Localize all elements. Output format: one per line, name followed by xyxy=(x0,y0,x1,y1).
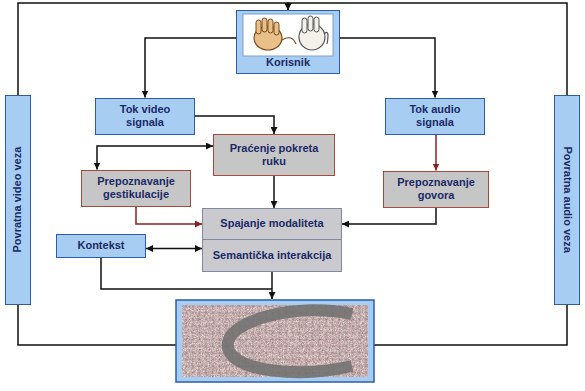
signal-box: Tok video signala xyxy=(95,98,195,135)
signal-box: Povratna audio veza xyxy=(554,95,580,305)
output-wire xyxy=(271,272,273,299)
node-text: Kontekst xyxy=(77,239,124,252)
node-text: Povratna audio veza xyxy=(560,147,573,253)
fusion-box: Spajanje modaliteta xyxy=(202,208,342,240)
fusion-box: Semantička interakcija xyxy=(202,239,342,272)
node-text: Tok video signala xyxy=(100,103,190,129)
video-feedback-wire xyxy=(18,305,176,345)
signal-box: Kontekst xyxy=(56,234,146,258)
gesture-trace xyxy=(228,310,352,372)
node-text: Korisnik xyxy=(266,56,310,69)
connector-group xyxy=(18,3,567,249)
output-picture-frame xyxy=(176,300,374,382)
connector xyxy=(435,135,437,171)
node-text: Semantička interakcija xyxy=(213,249,332,262)
finger xyxy=(256,20,261,34)
node-text: Prepoznavanje gestikulacije xyxy=(86,175,186,201)
connector xyxy=(195,116,274,134)
connector xyxy=(273,176,275,208)
connector xyxy=(288,3,567,95)
node-text: Prepoznavanje govora xyxy=(388,176,484,202)
finger xyxy=(308,16,313,31)
user-picture-frame xyxy=(243,14,333,56)
finger xyxy=(314,17,319,32)
connector xyxy=(145,38,236,98)
connector xyxy=(340,38,435,98)
audio-feedback-wire xyxy=(374,305,567,345)
connector xyxy=(342,208,436,225)
thumb xyxy=(282,38,296,44)
user-box-ground xyxy=(236,10,340,74)
node-text: Tok audio signala xyxy=(390,103,480,129)
finger xyxy=(268,19,273,33)
process-box: Prepoznavanje gestikulacije xyxy=(81,170,191,207)
node-text: Praćenje pokreta ruku xyxy=(218,142,330,168)
noise-image xyxy=(182,305,368,377)
signal-box: Tok audio signala xyxy=(385,98,485,135)
process-box: Prepoznavanje govora xyxy=(383,171,489,208)
signal-box: Povratna video veza xyxy=(5,95,31,305)
connector xyxy=(18,3,288,95)
connector xyxy=(97,146,213,170)
node-text: Spajanje modaliteta xyxy=(220,217,323,230)
connector xyxy=(146,248,202,250)
finger xyxy=(262,18,267,32)
hands-illustration xyxy=(254,16,328,50)
thumb xyxy=(324,32,328,44)
process-box: Praćenje pokreta ruku xyxy=(213,134,335,176)
finger xyxy=(274,22,279,35)
finger xyxy=(302,18,307,33)
connector xyxy=(136,207,202,225)
user-box: Korisnik xyxy=(236,10,340,74)
node-text: Povratna video veza xyxy=(11,147,24,253)
